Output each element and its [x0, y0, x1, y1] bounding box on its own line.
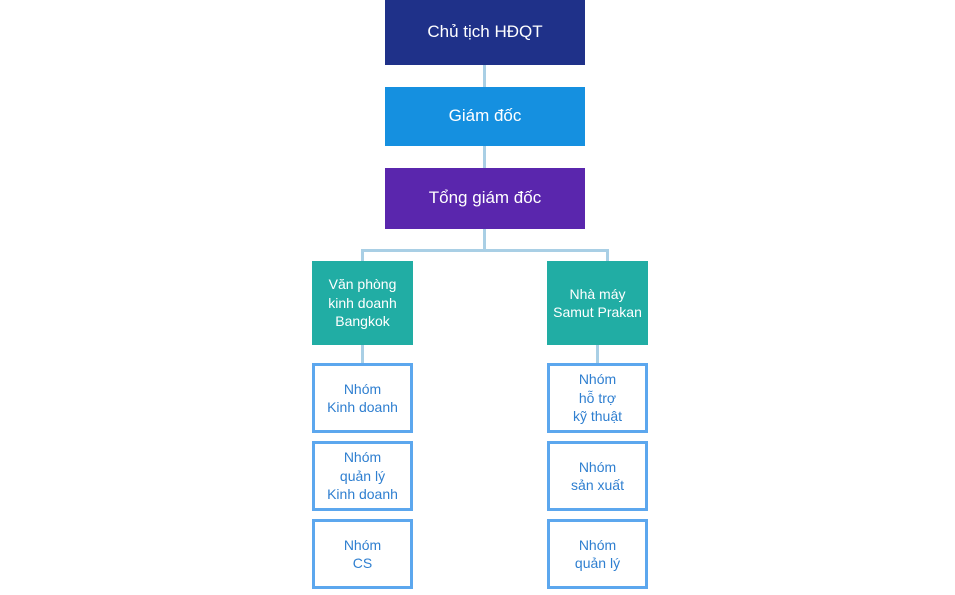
node-director-label: Giám đốc: [448, 106, 522, 126]
node-chairman-label: Chủ tịch HĐQT: [427, 22, 543, 42]
node-team-technical-support[interactable]: Nhóm hỗ trợ kỹ thuật: [547, 363, 648, 433]
node-director[interactable]: Giám đốc: [385, 87, 585, 146]
connector-division-right-to-team: [596, 345, 599, 363]
node-division-samut-prakan-factory[interactable]: Nhà máy Samut Prakan: [547, 261, 648, 345]
node-division-samut-prakan-factory-label: Nhà máy Samut Prakan: [553, 285, 642, 320]
node-team-management-label: Nhóm quản lý: [574, 536, 621, 571]
node-chairman[interactable]: Chủ tịch HĐQT: [385, 0, 585, 65]
node-ceo[interactable]: Tổng giám đốc: [385, 168, 585, 229]
node-division-bangkok-office-label: Văn phòng kinh doanh Bangkok: [328, 276, 397, 330]
node-team-production-label: Nhóm sản xuất: [571, 458, 624, 493]
node-team-sales-label: Nhóm Kinh doanh: [327, 380, 398, 415]
node-team-sales-management[interactable]: Nhóm quản lý Kinh doanh: [312, 441, 413, 511]
node-team-production[interactable]: Nhóm sản xuất: [547, 441, 648, 511]
node-ceo-label: Tổng giám đốc: [428, 188, 542, 208]
node-team-cs[interactable]: Nhóm CS: [312, 519, 413, 589]
node-team-management[interactable]: Nhóm quản lý: [547, 519, 648, 589]
connector-division-bus: [361, 249, 609, 252]
node-division-bangkok-office[interactable]: Văn phòng kinh doanh Bangkok: [312, 261, 413, 345]
connector-division-left-to-team: [361, 345, 364, 363]
connector-bus-to-division-left: [361, 249, 364, 261]
node-team-sales[interactable]: Nhóm Kinh doanh: [312, 363, 413, 433]
node-team-sales-management-label: Nhóm quản lý Kinh doanh: [327, 449, 398, 503]
node-team-cs-label: Nhóm CS: [343, 536, 382, 571]
connector-chairman-to-director: [483, 65, 486, 87]
connector-bus-to-division-right: [606, 249, 609, 261]
connector-ceo-drop: [483, 229, 486, 251]
connector-director-to-ceo: [483, 146, 486, 168]
node-team-technical-support-label: Nhóm hỗ trợ kỹ thuật: [572, 371, 623, 425]
